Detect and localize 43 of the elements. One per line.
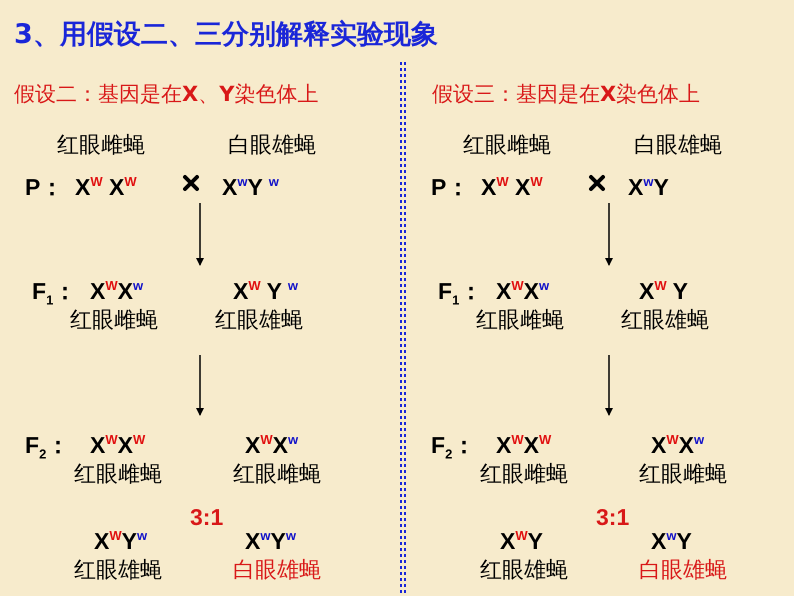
phenotype-label: 红眼雌蝇 [74, 462, 162, 488]
slide-title: 3、用假设二、三分别解释实验现象 [14, 18, 438, 52]
phenotype-label: 白眼雄蝇 [639, 558, 727, 584]
ratio-label: 3:1 [596, 504, 630, 530]
genotype-label: X$^{W}$ Y [639, 278, 688, 304]
phenotype-label: 红眼雄蝇 [74, 558, 162, 584]
genotype-label: X$^{W}$X$^{w}$ [496, 278, 550, 304]
phenotype-label: 白眼雄蝇 [228, 133, 316, 158]
genotype-label: X$^{w}$Y$^{w}$ [245, 528, 296, 554]
genotype-label: X$^{w}$Y [628, 174, 669, 200]
phenotype-label: 白眼雄蝇 [634, 133, 722, 158]
genotype-label: X$^{W}$ X$^{W}$ [481, 174, 543, 200]
generation-label: F$_{2}$： [25, 432, 70, 463]
generation-label: F$_{1}$： [32, 278, 76, 309]
phenotype-label: 红眼雌蝇 [70, 308, 158, 334]
genotype-label: X$^{W}$Y [500, 528, 543, 554]
phenotype-label: 白眼雄蝇 [233, 558, 321, 584]
phenotype-label: 红眼雌蝇 [476, 308, 564, 334]
phenotype-label: 红眼雌蝇 [233, 462, 321, 488]
genotype-label: X$^{W}$X$^{W}$ [90, 432, 146, 458]
genotype-label: X$^{w}$Y $^{w}$ [222, 174, 279, 200]
phenotype-label: 红眼雌蝇 [639, 462, 727, 488]
genotype-label: X$^{W}$ X$^{W}$ [75, 174, 137, 200]
phenotype-label: 红眼雌蝇 [463, 133, 551, 158]
generation-label: F$_{2}$： [431, 432, 476, 463]
phenotype-label: 红眼雌蝇 [57, 133, 145, 158]
genotype-label: X$^{W}$X$^{w}$ [90, 278, 144, 304]
generation-label: F$_{1}$： [438, 278, 482, 309]
ratio-label: 3:1 [190, 504, 224, 530]
generation-label: P： [25, 174, 64, 200]
generation-label: P： [431, 174, 470, 200]
phenotype-label: 红眼雄蝇 [621, 308, 709, 334]
phenotype-label: 红眼雄蝇 [215, 308, 303, 334]
phenotype-label: 红眼雌蝇 [480, 462, 568, 488]
genotype-label: X$^{w}$Y [651, 528, 692, 554]
genotype-label: X$^{W}$Y$^{w}$ [94, 528, 148, 554]
genotype-label: X$^{W}$X$^{w}$ [245, 432, 298, 458]
genotype-label: X$^{W}$ Y $^{w}$ [233, 278, 298, 304]
genotype-label: X$^{W}$X$^{w}$ [651, 432, 704, 458]
hypothesis-heading: 假设三：基因是在X染色体上 [432, 82, 700, 106]
hypothesis-heading: 假设二：基因是在X、Y染色体上 [14, 82, 318, 106]
phenotype-label: 红眼雄蝇 [480, 558, 568, 584]
genotype-label: X$^{W}$X$^{W}$ [496, 432, 552, 458]
